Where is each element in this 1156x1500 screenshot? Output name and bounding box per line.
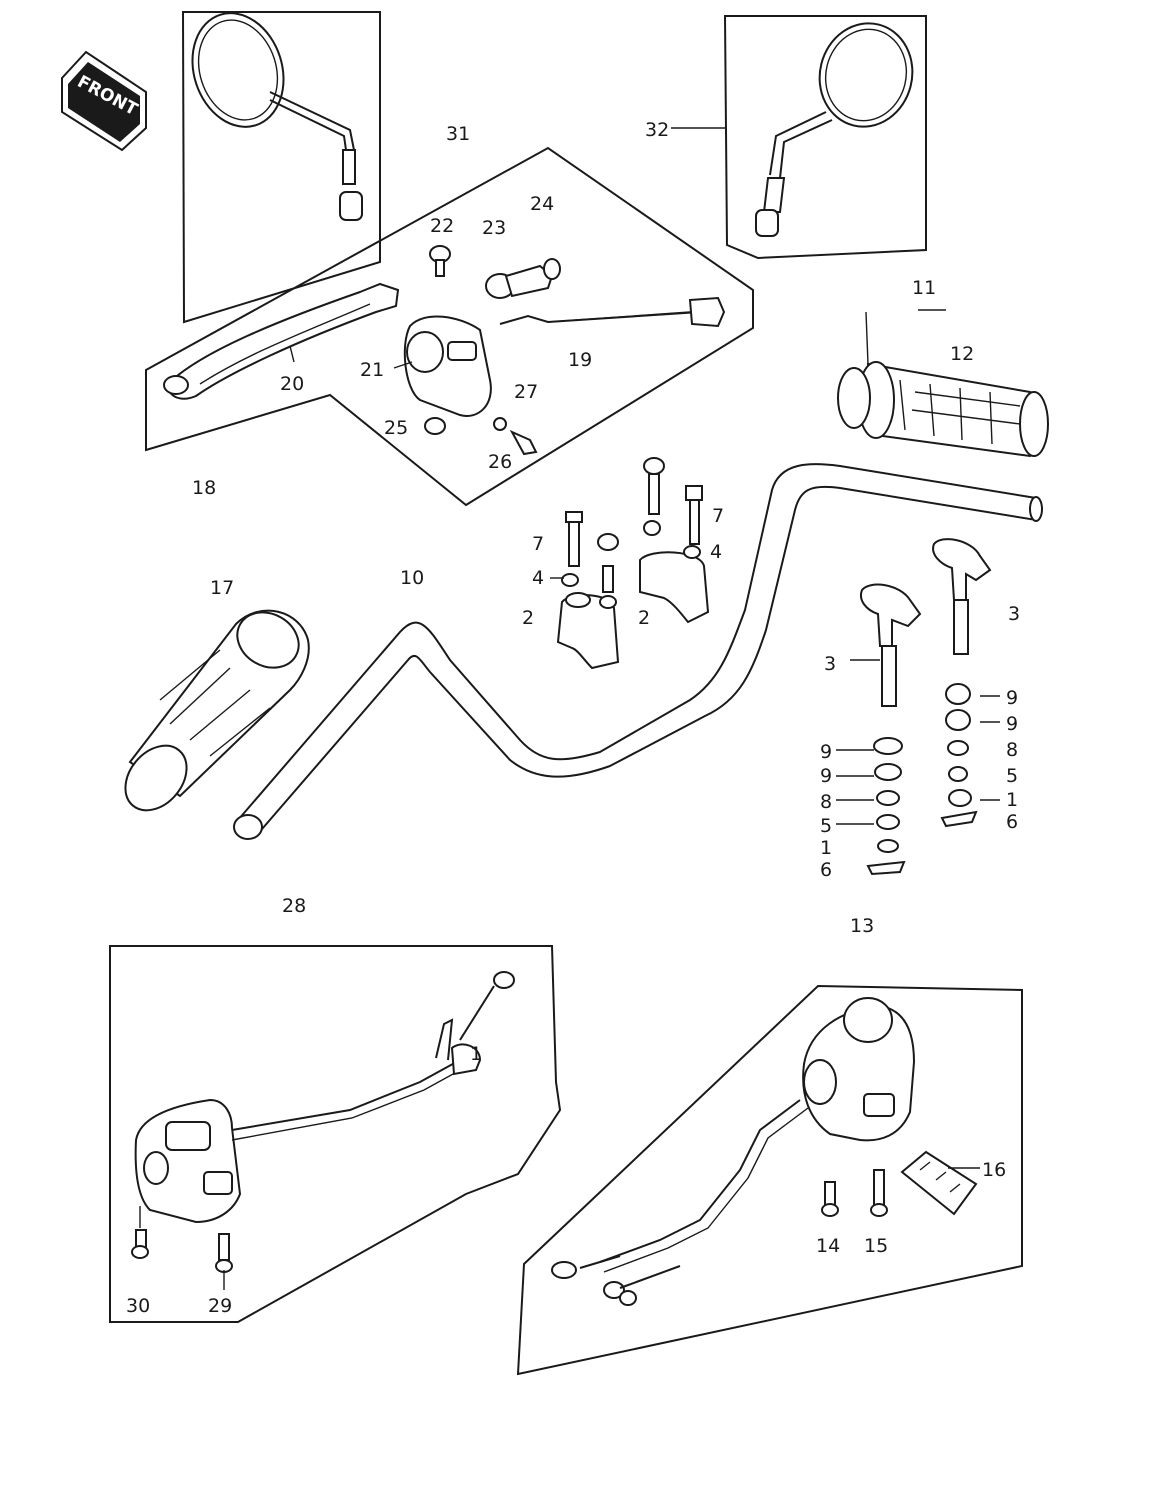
label-26: 26 bbox=[488, 451, 512, 473]
label-7a: 7 bbox=[532, 533, 544, 555]
handlebar bbox=[233, 463, 1043, 840]
label-3b: 3 bbox=[824, 653, 836, 675]
label-9c: 9 bbox=[820, 741, 832, 763]
label-14: 14 bbox=[816, 1235, 840, 1257]
mirror-left-stem bbox=[342, 149, 356, 185]
label-20: 20 bbox=[280, 373, 304, 395]
label-16: 16 bbox=[982, 1159, 1006, 1181]
riser-right-stack bbox=[932, 538, 992, 828]
label-23: 23 bbox=[482, 217, 506, 239]
left-switch-frame bbox=[109, 945, 562, 1323]
right-switch-frame bbox=[516, 984, 1023, 1376]
handlebar-clamp-right bbox=[639, 457, 710, 624]
clutch-lever-frame bbox=[145, 146, 754, 507]
label-27: 27 bbox=[514, 381, 538, 403]
label-32: 32 bbox=[645, 119, 669, 141]
mirror-right-assembly bbox=[671, 15, 927, 260]
label-1a: 1 bbox=[1006, 789, 1018, 811]
label-2b: 2 bbox=[638, 607, 650, 629]
label-25: 25 bbox=[384, 417, 408, 439]
label-9b: 9 bbox=[1006, 713, 1018, 735]
label-15: 15 bbox=[864, 1235, 888, 1257]
mirror-right-frame bbox=[723, 15, 927, 260]
label-24: 24 bbox=[530, 193, 554, 215]
label-17: 17 bbox=[210, 577, 234, 599]
mirror-right-head bbox=[818, 22, 914, 128]
throttle-grip bbox=[837, 361, 1049, 458]
clutch-lever-group bbox=[145, 146, 754, 507]
front-direction-badge: FRONT bbox=[61, 50, 147, 152]
right-switch-group bbox=[516, 984, 1023, 1376]
label-10: 10 bbox=[400, 567, 424, 589]
label-12: 12 bbox=[950, 343, 974, 365]
label-8a: 8 bbox=[1006, 739, 1018, 761]
mirror-left-head bbox=[191, 12, 285, 128]
label-1c: 1 bbox=[470, 1043, 482, 1065]
label-29: 29 bbox=[208, 1295, 232, 1317]
label-13: 13 bbox=[850, 915, 874, 937]
switch-decal bbox=[900, 1150, 978, 1216]
part-labels: 31 32 22 23 24 19 20 21 27 25 26 18 11 1… bbox=[126, 119, 1020, 1317]
label-19: 19 bbox=[568, 349, 592, 371]
label-4b: 4 bbox=[710, 541, 722, 563]
label-6b: 6 bbox=[820, 859, 832, 881]
leader-lines bbox=[289, 309, 1000, 1169]
label-3a: 3 bbox=[1008, 603, 1020, 625]
label-31: 31 bbox=[446, 123, 470, 145]
label-5a: 5 bbox=[1006, 765, 1018, 787]
label-18: 18 bbox=[192, 477, 216, 499]
label-9d: 9 bbox=[820, 765, 832, 787]
label-21: 21 bbox=[360, 359, 384, 381]
left-switch-group bbox=[109, 945, 562, 1323]
label-30: 30 bbox=[126, 1295, 150, 1317]
label-1b: 1 bbox=[820, 837, 832, 859]
left-grip bbox=[124, 609, 310, 812]
label-5b: 5 bbox=[820, 815, 832, 837]
label-7b: 7 bbox=[712, 505, 724, 527]
riser-left-stack bbox=[860, 583, 922, 876]
label-8b: 8 bbox=[820, 791, 832, 813]
label-2a: 2 bbox=[522, 607, 534, 629]
label-22: 22 bbox=[430, 215, 454, 237]
label-11: 11 bbox=[912, 277, 936, 299]
label-28: 28 bbox=[282, 895, 306, 917]
label-9a: 9 bbox=[1006, 687, 1018, 709]
mirror-left-frame bbox=[181, 11, 381, 324]
mirror-left-assembly bbox=[181, 11, 381, 324]
handlebar-clamp-left bbox=[556, 511, 620, 670]
label-4a: 4 bbox=[532, 567, 544, 589]
label-6a: 6 bbox=[1006, 811, 1018, 833]
